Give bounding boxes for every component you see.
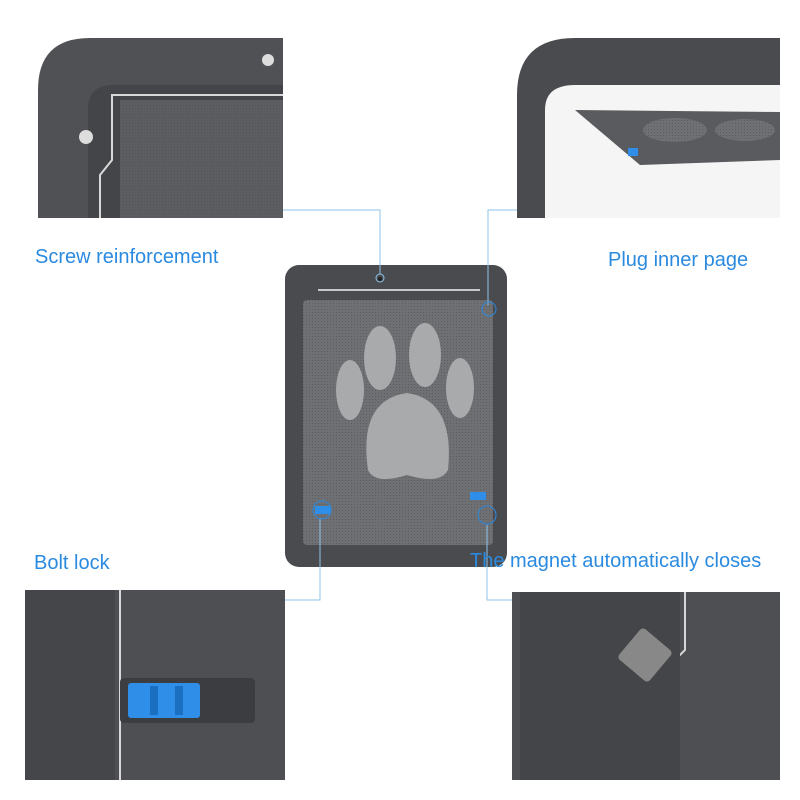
paw-icon [336,323,474,479]
bolt-icon [128,683,200,718]
magnet-label: The magnet automatically closes [470,550,762,572]
pet-door [285,265,507,567]
bolt-detail-panel [25,590,285,780]
screw-reinforcement-label: Screw reinforcement [35,246,219,268]
connector-lines [283,209,517,601]
plug-icon [628,148,638,156]
bolt-lock-label: Bolt lock [34,552,110,574]
screw-detail-panel [38,38,283,218]
magnet-detail-panel [512,592,780,780]
magnet-icon [618,628,672,682]
plug-inner-page-label: Plug inner page [608,249,749,271]
screw-icon [262,54,274,66]
plug-detail-panel [517,38,780,218]
screw-icon [79,130,93,144]
